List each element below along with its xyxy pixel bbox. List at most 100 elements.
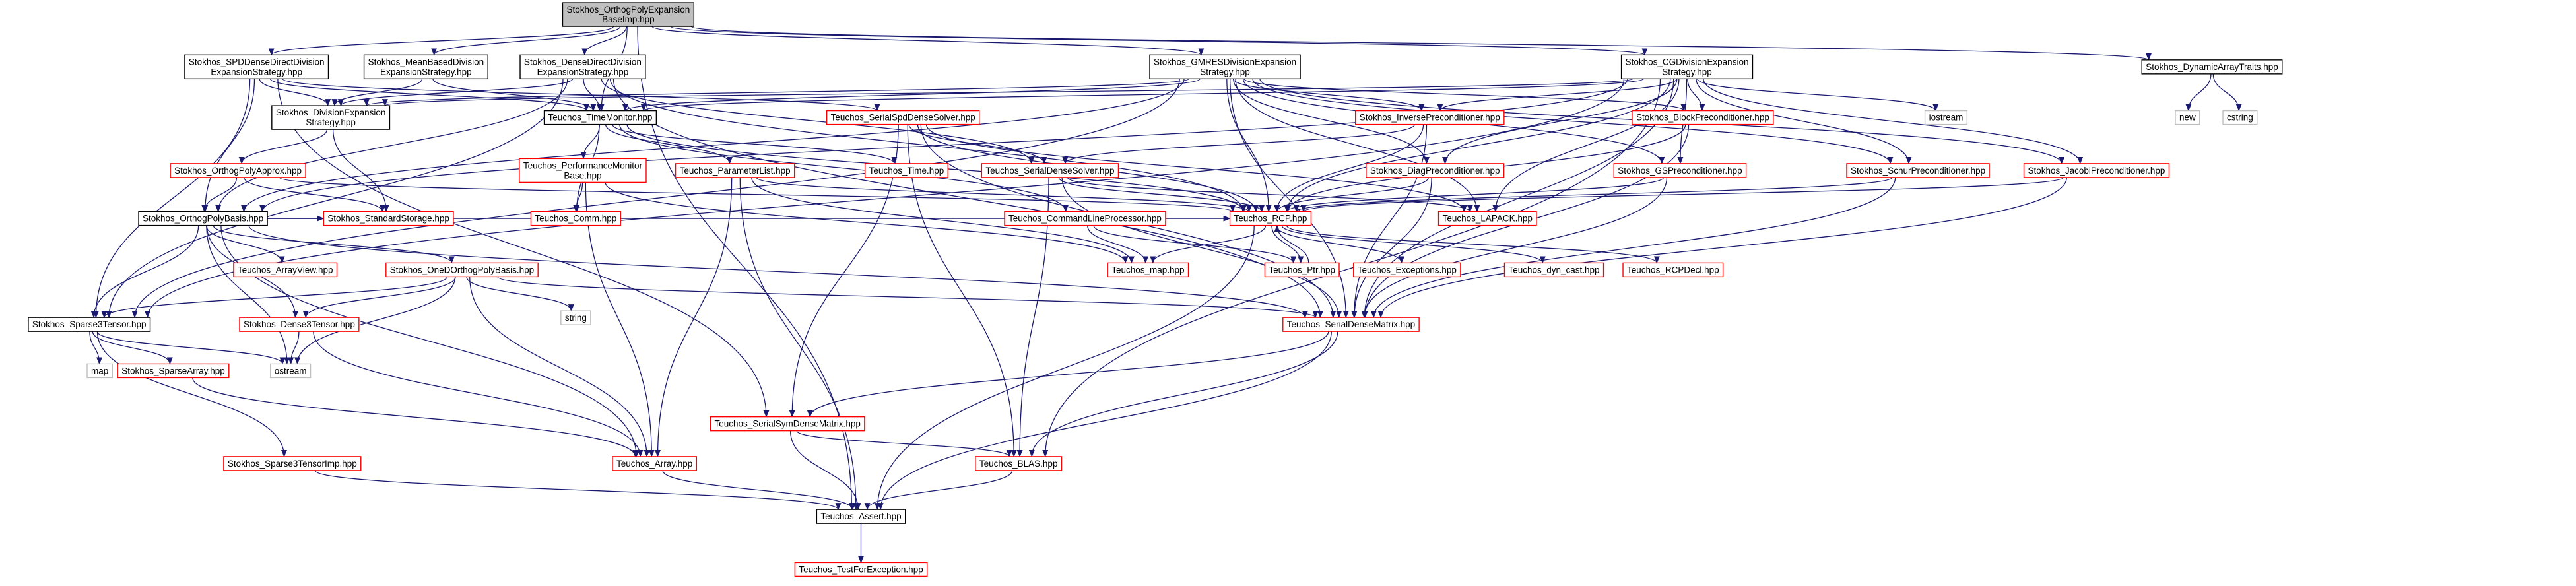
node-label: Teuchos_dyn_cast.hpp: [1508, 265, 1599, 275]
edge-diagprec-to-rcp: [1274, 177, 1429, 212]
edge-gmres-to-diagprec: [1233, 79, 1430, 164]
node-label: Stokhos_DynamicArrayTraits.hpp: [2146, 62, 2278, 72]
node-diagprec: Stokhos_DiagPreconditioner.hpp: [1366, 163, 1505, 178]
node-invprec: Stokhos_InversePreconditioner.hpp: [1355, 110, 1505, 125]
node-box: [385, 262, 539, 278]
edge-gmres-to-serialdensematrix: [1230, 79, 1349, 319]
edge-array-to-assert: [662, 470, 856, 511]
node-label: Stokhos_JacobiPreconditioner.hpp: [2028, 166, 2165, 176]
edge-oned-to-serialdensematrix: [497, 276, 1319, 319]
node-label: Stokhos_OrthogPolyExpansion: [566, 5, 690, 15]
edge-rcp-to-dyncast: [1281, 225, 1546, 264]
node-box: [1282, 317, 1420, 332]
edge-paramlist-to-map: [751, 177, 1135, 264]
node-sparse3imp: Stokhos_Sparse3TensorImp.hpp: [223, 456, 362, 471]
node-label: Stokhos_SPDDenseDirectDivision: [189, 57, 325, 67]
node-orthapprox: Stokhos_OrthogPolyApprox.hpp: [170, 163, 306, 178]
edge-gmres-to-orthbasis: [241, 79, 1185, 212]
node-box: [1264, 262, 1340, 278]
edge-gmres-to-timemon: [622, 78, 1201, 112]
edge-sparse3-to-ostream: [96, 331, 286, 365]
node-label: Stokhos_DenseDirectDivision: [524, 57, 642, 67]
node-label: Stokhos_Dense3Tensor.hpp: [244, 319, 355, 329]
edge-orthbasis-to-serialdensematrix: [248, 225, 1308, 319]
edge-spd-to-timemon: [269, 78, 589, 112]
node-label: ExpansionStrategy.hpp: [380, 67, 472, 77]
edge-serialspd-to-lapack: [925, 124, 1467, 212]
edge-ptr-to-rcp: [1274, 224, 1309, 263]
edge-rcp-to-rcpdecl: [1286, 225, 1660, 264]
edge-cg-to-lapack: [1492, 79, 1680, 212]
node-dense3: Stokhos_Dense3Tensor.hpp: [239, 317, 360, 332]
edge-blas-to-assert: [864, 470, 1013, 511]
node-jacobiprec: Stokhos_JacobiPreconditioner.hpp: [2023, 163, 2170, 178]
node-box: [2141, 59, 2283, 75]
edge-timemon-to-time: [612, 124, 898, 164]
edge-timemon-to-paramlist: [605, 124, 733, 164]
edge-root-to-dyn: [690, 26, 2152, 61]
edge-dense3-to-ostream: [288, 331, 300, 365]
node-iostream: iostream: [1924, 110, 1968, 125]
dependency-edges: [89, 26, 2242, 564]
edge-sparse3-to-mapstd: [89, 331, 102, 365]
edge-gmres-to-divexp: [364, 78, 1190, 107]
node-label: Stokhos_DiagPreconditioner.hpp: [1370, 166, 1500, 176]
node-label: Teuchos_LAPACK.hpp: [1443, 214, 1533, 224]
edge-gmres-to-blockprec: [1243, 78, 1687, 112]
edge-serialdense-to-lapack: [1067, 177, 1473, 212]
node-label: Teuchos_BLAS.hpp: [979, 459, 1058, 469]
node-label: Stokhos_CGDivisionExpansion: [1626, 57, 1749, 67]
node-label: Teuchos_map.hpp: [1111, 265, 1184, 275]
edge-divexp-to-stdstorage: [332, 129, 389, 212]
node-box: [323, 211, 454, 226]
node-label: Stokhos_OrthogPolyApprox.hpp: [174, 166, 302, 176]
node-rcp: Teuchos_RCP.hpp: [1229, 211, 1312, 226]
node-label: Teuchos_Assert.hpp: [820, 511, 901, 521]
edge-cg-to-schurprec: [1696, 79, 1912, 164]
node-label: Stokhos_OrthogPolyBasis.hpp: [143, 214, 263, 224]
node-meanb: Stokhos_MeanBasedDivisionExpansionStrate…: [363, 54, 488, 80]
node-paramlist: Teuchos_ParameterList.hpp: [675, 163, 795, 178]
edge-serialdensematrix-to-blas: [1028, 331, 1338, 457]
edge-gmres-to-invprec: [1232, 79, 1425, 112]
node-label: ostream: [275, 366, 307, 375]
edge-spd-to-orthbasis: [202, 79, 255, 212]
node-box: [826, 110, 980, 125]
edge-orthbasis-to-ostream: [206, 225, 290, 365]
node-spd: Stokhos_SPDDenseDirectDivisionExpansionS…: [184, 54, 329, 80]
node-box: [2222, 110, 2258, 125]
edge-ddds-to-timemon: [583, 79, 603, 112]
node-box: [816, 509, 906, 524]
edge-cmdline-to-ptr: [1093, 225, 1296, 264]
edge-timemon-to-cmdline: [619, 124, 1069, 212]
node-box: [117, 363, 230, 379]
node-box: [1632, 110, 1774, 125]
node-label: ExpansionStrategy.hpp: [211, 67, 302, 77]
node-box: [1613, 163, 1747, 178]
edge-orthbasis-to-sparse3: [90, 225, 199, 319]
edge-serialdense-to-blas: [1016, 177, 1049, 457]
node-label: Stokhos_InversePreconditioner.hpp: [1360, 113, 1500, 123]
node-label: new: [2179, 113, 2196, 123]
edge-cg-to-rcp: [1284, 79, 1671, 212]
edge-serialspd-to-serialsym: [789, 124, 899, 418]
edge-perfmon-to-array: [585, 182, 655, 457]
node-box: [86, 363, 113, 379]
edge-oned-to-string: [466, 277, 574, 312]
node-gsprec: Stokhos_GSPreconditioner.hpp: [1613, 163, 1747, 178]
node-comm: Teuchos_Comm.hpp: [530, 211, 621, 226]
node-label: map: [91, 366, 108, 375]
node-cstring: cstring: [2222, 110, 2258, 125]
edge-spd-to-serialsym: [277, 79, 770, 418]
node-blas: Teuchos_BLAS.hpp: [975, 456, 1063, 471]
node-box: [864, 163, 948, 178]
node-assert: Teuchos_Assert.hpp: [816, 509, 906, 524]
node-box: [1229, 211, 1312, 226]
node-label: Stokhos_SparseArray.hpp: [121, 366, 225, 375]
node-box: [1622, 262, 1724, 278]
node-lapack: Teuchos_LAPACK.hpp: [1437, 211, 1537, 226]
node-cmdline: Teuchos_CommandLineProcessor.hpp: [1004, 211, 1166, 226]
